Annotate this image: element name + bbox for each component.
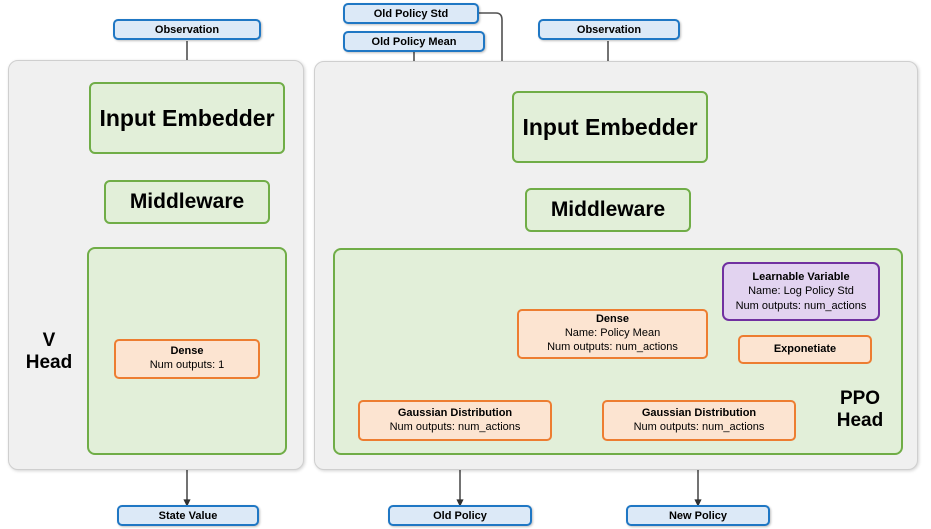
input-old-policy-mean-label: Old Policy Mean xyxy=(371,35,457,48)
v-input-embedder-label: Input Embedder xyxy=(99,104,275,131)
gaussian-old-line2: Num outputs: num_actions xyxy=(389,420,521,433)
v-dense-title: Dense xyxy=(170,345,204,358)
ppo-dense-line2: Name: Policy Mean xyxy=(564,327,661,340)
ppo-head-label-line1: PPO xyxy=(839,388,881,409)
output-old-policy[interactable]: Old Policy xyxy=(388,505,532,526)
output-state-value-label: State Value xyxy=(158,509,218,522)
ppo-dense-line3: Num outputs: num_actions xyxy=(547,340,678,353)
ppo-middleware-label: Middleware xyxy=(550,198,666,221)
v-middleware-label: Middleware xyxy=(129,190,245,213)
output-new-policy[interactable]: New Policy xyxy=(626,505,770,526)
ppo-input-embedder-node[interactable]: Input Embedder xyxy=(512,91,708,163)
gaussian-new-line2: Num outputs: num_actions xyxy=(633,420,765,433)
v-dense-line2: Num outputs: 1 xyxy=(149,359,225,371)
v-middleware-node[interactable]: Middleware xyxy=(104,180,270,224)
ppo-dense-title: Dense xyxy=(595,313,630,326)
gaussian-new-title: Gaussian Distribution xyxy=(641,406,757,419)
exponetiate-node[interactable]: Exponetiate xyxy=(738,335,872,364)
ppo-head-label-line2: Head xyxy=(836,409,884,431)
gaussian-distribution-old-node[interactable]: Gaussian Distribution Num outputs: num_a… xyxy=(358,400,552,441)
gaussian-old-title: Gaussian Distribution xyxy=(397,406,513,419)
input-old-policy-std-label: Old Policy Std xyxy=(373,7,449,20)
input-old-policy-std[interactable]: Old Policy Std xyxy=(343,3,479,24)
input-observation-right-label: Observation xyxy=(576,23,642,36)
output-new-policy-label: New Policy xyxy=(668,509,728,522)
learnable-variable-line3: Num outputs: num_actions xyxy=(735,299,867,312)
input-observation-left-label: Observation xyxy=(154,23,220,36)
output-state-value[interactable]: State Value xyxy=(117,505,259,526)
learnable-variable-node[interactable]: Learnable Variable Name: Log Policy Std … xyxy=(722,262,880,321)
v-head-label: V Head xyxy=(16,330,82,374)
ppo-head-label: PPO Head xyxy=(824,388,896,432)
v-head-label-line2: Head xyxy=(25,351,73,373)
ppo-middleware-node[interactable]: Middleware xyxy=(525,188,691,232)
ppo-dense-policy-mean-node[interactable]: Dense Name: Policy Mean Num outputs: num… xyxy=(517,309,708,359)
learnable-variable-line2: Name: Log Policy Std xyxy=(748,285,854,298)
learnable-variable-title: Learnable Variable xyxy=(752,271,850,284)
input-old-policy-mean[interactable]: Old Policy Mean xyxy=(343,31,485,52)
output-old-policy-label: Old Policy xyxy=(433,509,487,522)
input-observation-right[interactable]: Observation xyxy=(538,19,680,40)
exponetiate-title: Exponetiate xyxy=(773,342,837,355)
ppo-input-embedder-label: Input Embedder xyxy=(522,113,698,140)
v-head-label-line1: V xyxy=(42,330,56,351)
input-observation-left[interactable]: Observation xyxy=(113,19,261,40)
v-dense-node[interactable]: Dense Num outputs: 1 xyxy=(114,339,260,379)
gaussian-distribution-new-node[interactable]: Gaussian Distribution Num outputs: num_a… xyxy=(602,400,796,441)
v-input-embedder-node[interactable]: Input Embedder xyxy=(89,82,285,154)
